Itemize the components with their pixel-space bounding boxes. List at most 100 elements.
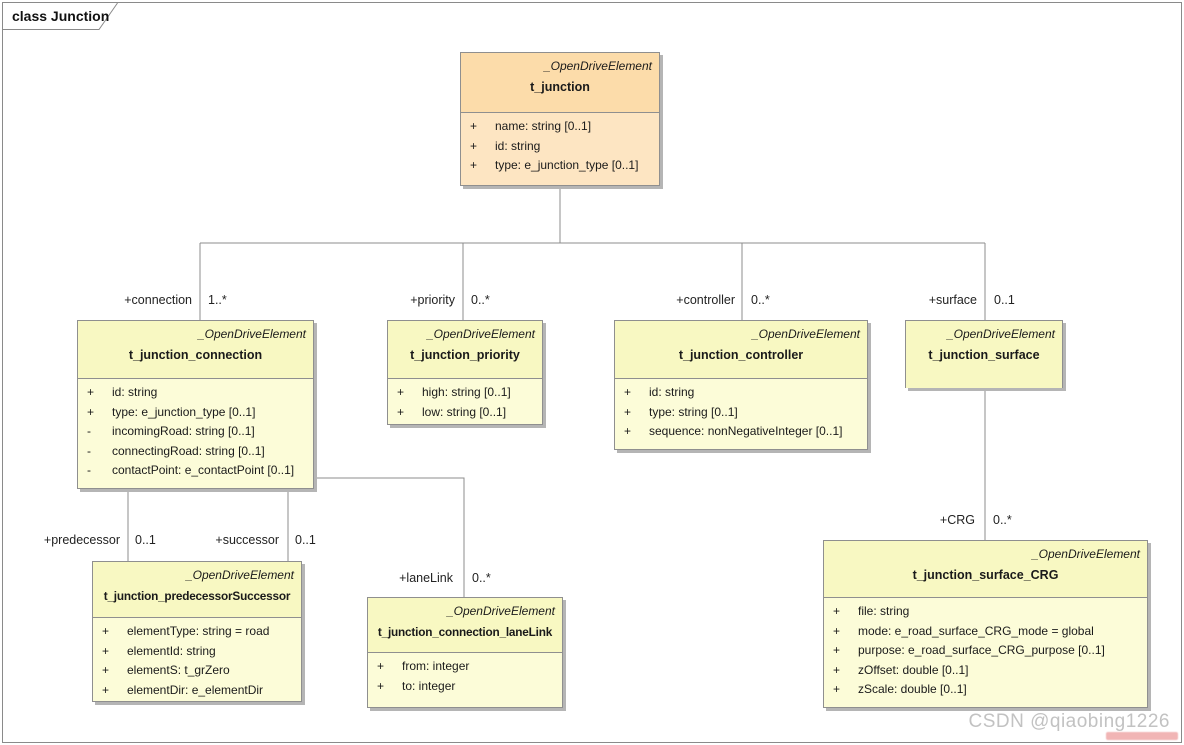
attribute-row: +zScale: double [0..1] [824,680,1147,700]
class-header: _OpenDriveElement t_junction_connection_… [368,598,562,653]
role-label-crg: +CRG [939,513,975,527]
multiplicity-successor: 0..1 [295,533,316,547]
class-header: _OpenDriveElement t_junction_surface_CRG [824,541,1147,598]
attribute-compartment: + high: string [0..1] +low: string [0..1] [388,379,542,422]
role-label-predecessor: +predecessor [43,533,120,547]
attribute-row: +id: string [615,383,867,403]
attribute-text: elementDir: e_elementDir [127,682,264,697]
attribute-row: + type: string [0..1] [615,403,867,423]
diagram-title: class Junction [12,8,110,24]
attribute-text: elementId: string [127,643,216,658]
attribute-text: type: string [0..1] [649,404,738,419]
attribute-compartment: + id: string +type: e_junction_type [0..1… [78,379,313,481]
visibility-marker: + [102,682,110,697]
stereotype-label: _OpenDriveElement [446,604,555,618]
role-label-controller: +controller [676,293,735,307]
class-name: t_junction_priority [410,348,520,362]
visibility-marker: + [470,119,478,133]
attribute-row: + to: integer [368,677,562,697]
attribute-row: + high: string [0..1] [388,383,542,403]
class-box-t-junction-priority: _OpenDriveElement t_junction_priority + h… [387,320,543,425]
attribute-compartment: +id: string + type: string [0..1] + sequen… [615,379,867,442]
class-name: t_junction_connection_laneLink [377,625,553,639]
visibility-marker: + [624,404,632,419]
attribute-row: +low: string [0..1] [388,403,542,423]
visibility-marker: - [87,443,91,458]
multiplicity-connection: 1..* [208,293,227,307]
attribute-text: id: string [112,385,158,399]
visibility-marker: - [87,463,91,477]
attribute-text: mode: e_road_surface_CRG_mode = global [858,623,1094,638]
multiplicity-crg: 0..* [993,513,1012,527]
stereotype-label: _OpenDriveElement [1031,547,1140,561]
attribute-row: + type: e_junction_type [0..1] [461,156,659,176]
attribute-row: + name: string [0..1] [461,117,659,137]
class-box-t-junction-predecessorsuccessor: _OpenDriveElement t_junction_predecessor… [92,561,302,702]
visibility-marker: + [397,385,405,399]
attribute-compartment: + from: integer + to: integer [368,653,562,696]
class-box-t-junction-connection: _OpenDriveElement t_junction_connection … [77,320,314,489]
class-header: _OpenDriveElement t_junction [461,53,659,113]
visibility-marker: + [102,663,110,677]
visibility-marker: + [377,659,385,673]
visibility-marker: + [397,404,405,419]
watermark-stamp [1106,732,1178,740]
visibility-marker: - [87,424,91,438]
visibility-marker: + [470,158,478,172]
stereotype-label: _OpenDriveElement [946,327,1055,341]
multiplicity-lanelink: 0..* [472,571,491,585]
attribute-text: sequence: nonNegativeInteger [0..1] [649,424,843,438]
class-box-t-junction-surface-crg: _OpenDriveElement t_junction_surface_CRG… [823,540,1148,708]
attribute-compartment: +file: string + mode: e_road_surface_CRG_… [824,598,1147,700]
attribute-text: elementType: string = road [127,624,270,638]
attribute-text: from: integer [402,659,470,673]
class-box-t-junction-surface: _OpenDriveElement t_junction_surface [905,320,1063,388]
class-header: _OpenDriveElement t_junction_priority [388,321,542,379]
attribute-text: incomingRoad: string [0..1] [112,424,255,438]
attribute-row: +type: e_junction_type [0..1] [78,403,313,423]
visibility-marker: + [470,138,478,153]
watermark-text: CSDN @qiaobing1226 [968,711,1170,732]
attribute-row: +file: string [824,602,1147,622]
multiplicity-priority: 0..* [471,293,490,307]
role-label-successor: +successor [215,533,279,547]
attribute-text: to: integer [402,678,456,693]
attribute-row: +zOffset: double [0..1] [824,661,1147,681]
attribute-text: id: string [495,138,541,153]
attribute-text: zScale: double [0..1] [858,682,967,696]
visibility-marker: + [833,643,841,657]
class-name: t_junction_surface_CRG [912,568,1059,582]
attribute-row: + elementDir: e_elementDir [93,681,301,701]
class-name: t_junction_connection [128,348,263,362]
stereotype-label: _OpenDriveElement [543,59,652,73]
visibility-marker: + [624,385,632,399]
stereotype-label: _OpenDriveElement [426,327,535,341]
stereotype-label: _OpenDriveElement [751,327,860,341]
class-name: t_junction_surface [928,348,1040,362]
role-label-lanelink: +laneLink [399,571,453,585]
attribute-row: -contactPoint: e_contactPoint [0..1] [78,461,313,481]
visibility-marker: + [87,404,95,419]
visibility-marker: + [377,678,385,693]
attribute-row: +elementId: string [93,642,301,662]
stereotype-label: _OpenDriveElement [197,327,306,341]
role-label-surface: +surface [928,293,977,307]
attribute-text: connectingRoad: string [0..1] [112,443,265,458]
attribute-text: type: e_junction_type [0..1] [495,158,639,172]
attribute-row: + id: string [461,137,659,157]
multiplicity-predecessor: 0..1 [135,533,156,547]
attribute-compartment: +elementType: string = road +elementId: … [93,618,301,700]
role-label-priority: +priority [410,293,455,307]
multiplicity-controller: 0..* [751,293,770,307]
visibility-marker: + [624,424,632,438]
attribute-row: - connectingRoad: string [0..1] [78,442,313,462]
attribute-row: + sequence: nonNegativeInteger [0..1] [615,422,867,442]
attribute-row: +elementS: t_grZero [93,661,301,681]
class-name: t_junction_controller [678,348,804,362]
class-name: t_junction [530,80,590,94]
attribute-row: - incomingRoad: string [0..1] [78,422,313,442]
attribute-text: name: string [0..1] [495,119,592,133]
class-box-t-junction-connection-lanelink: _OpenDriveElement t_junction_connection_… [367,597,563,708]
attribute-text: high: string [0..1] [422,385,511,399]
